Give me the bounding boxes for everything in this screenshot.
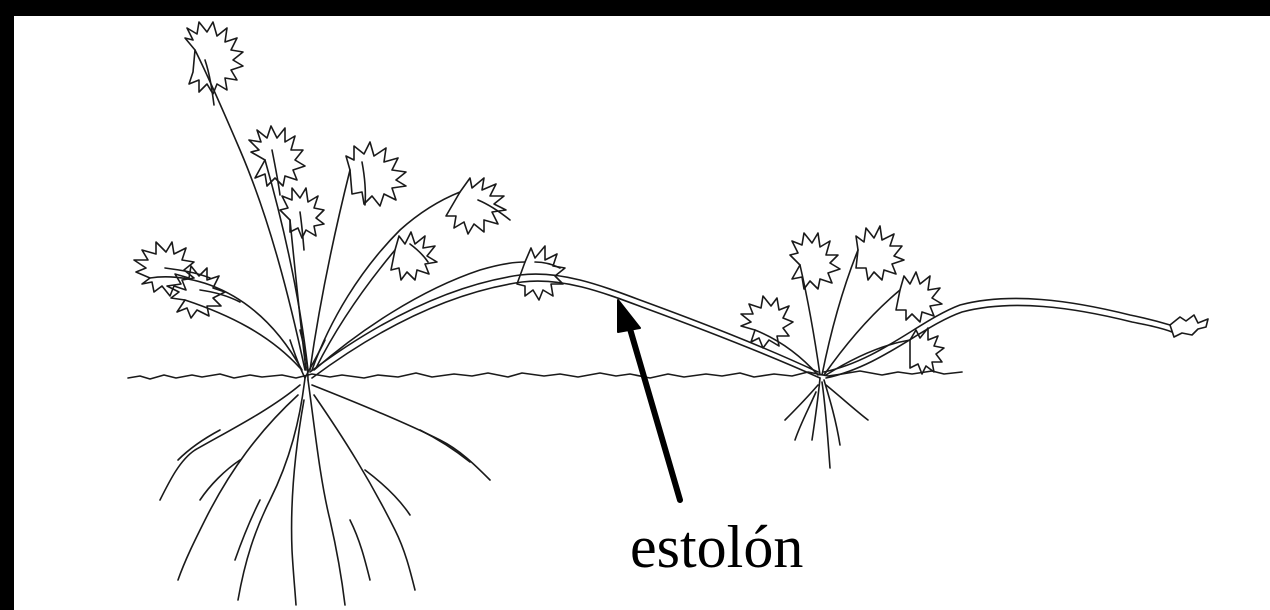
stolon-arrow bbox=[618, 300, 680, 500]
mother-plant-drawing bbox=[134, 22, 565, 605]
daughter-plant-drawing bbox=[741, 226, 1208, 468]
stolon-label: estolón bbox=[630, 512, 803, 582]
stolon-runner bbox=[310, 274, 818, 372]
